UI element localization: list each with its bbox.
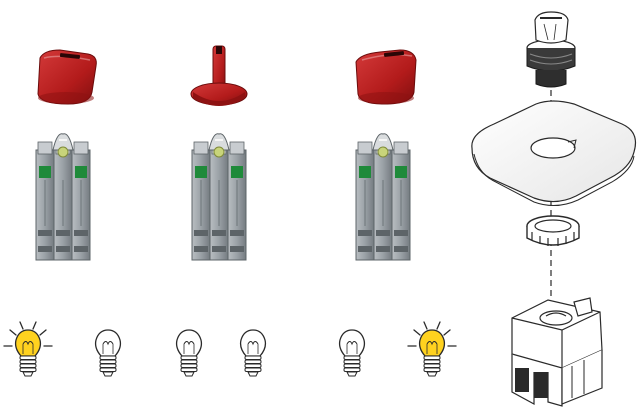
lamp-icon bbox=[239, 329, 267, 377]
contact-block bbox=[511, 297, 603, 407]
selector-knob-left bbox=[37, 49, 97, 105]
contact-module-center bbox=[191, 133, 247, 261]
lamp-icon bbox=[175, 329, 203, 377]
contact-module-right bbox=[355, 133, 411, 261]
lamp-icon bbox=[407, 321, 457, 377]
lamp-icon bbox=[94, 329, 122, 377]
assembly-exploded-view bbox=[471, 11, 637, 407]
mounting-plate bbox=[471, 100, 637, 206]
contact-module-left bbox=[35, 133, 91, 261]
selector-head bbox=[526, 11, 576, 88]
glow-rays-icon bbox=[3, 321, 53, 347]
lamp-icon bbox=[3, 321, 53, 377]
selector-knob-right bbox=[355, 49, 417, 105]
locking-ring bbox=[526, 215, 580, 246]
lamp-icon bbox=[338, 329, 366, 377]
selector-knob-center bbox=[190, 45, 248, 106]
glow-rays-icon bbox=[407, 321, 457, 347]
